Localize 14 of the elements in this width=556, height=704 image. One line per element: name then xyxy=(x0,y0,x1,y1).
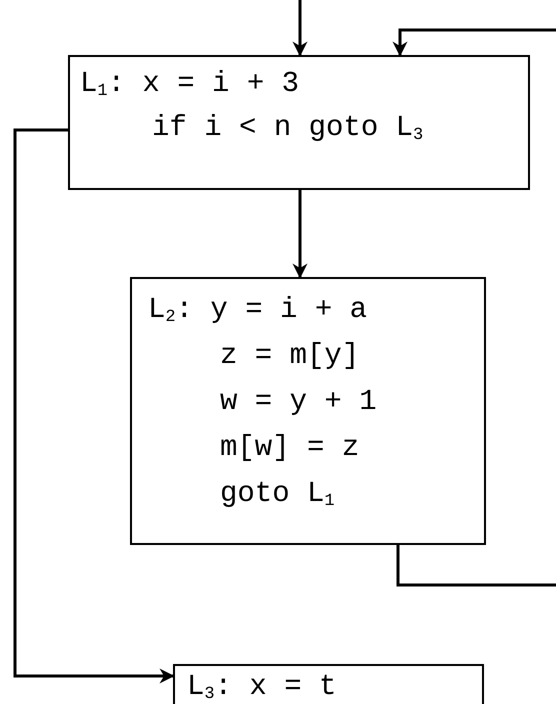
code-line: if i < n goto L$_{3}$ xyxy=(152,111,424,145)
code-line: L$_{3}$: x = t xyxy=(187,672,336,702)
code-line: L$_{1}$: x = i + 3 xyxy=(80,67,300,101)
arrow xyxy=(292,0,308,56)
arrow xyxy=(14,128,174,684)
code-line: z = m[y] xyxy=(220,339,360,373)
code-block xyxy=(68,55,530,190)
code-block xyxy=(130,277,486,545)
arrow xyxy=(392,28,556,586)
code-line: goto L$_{1}$ xyxy=(220,477,335,511)
code-line: m[w] = z xyxy=(220,431,360,465)
arrow xyxy=(292,190,308,278)
code-line: w = y + 1 xyxy=(220,385,377,419)
code-line: L$_{2}$: y = i + a xyxy=(148,293,368,327)
